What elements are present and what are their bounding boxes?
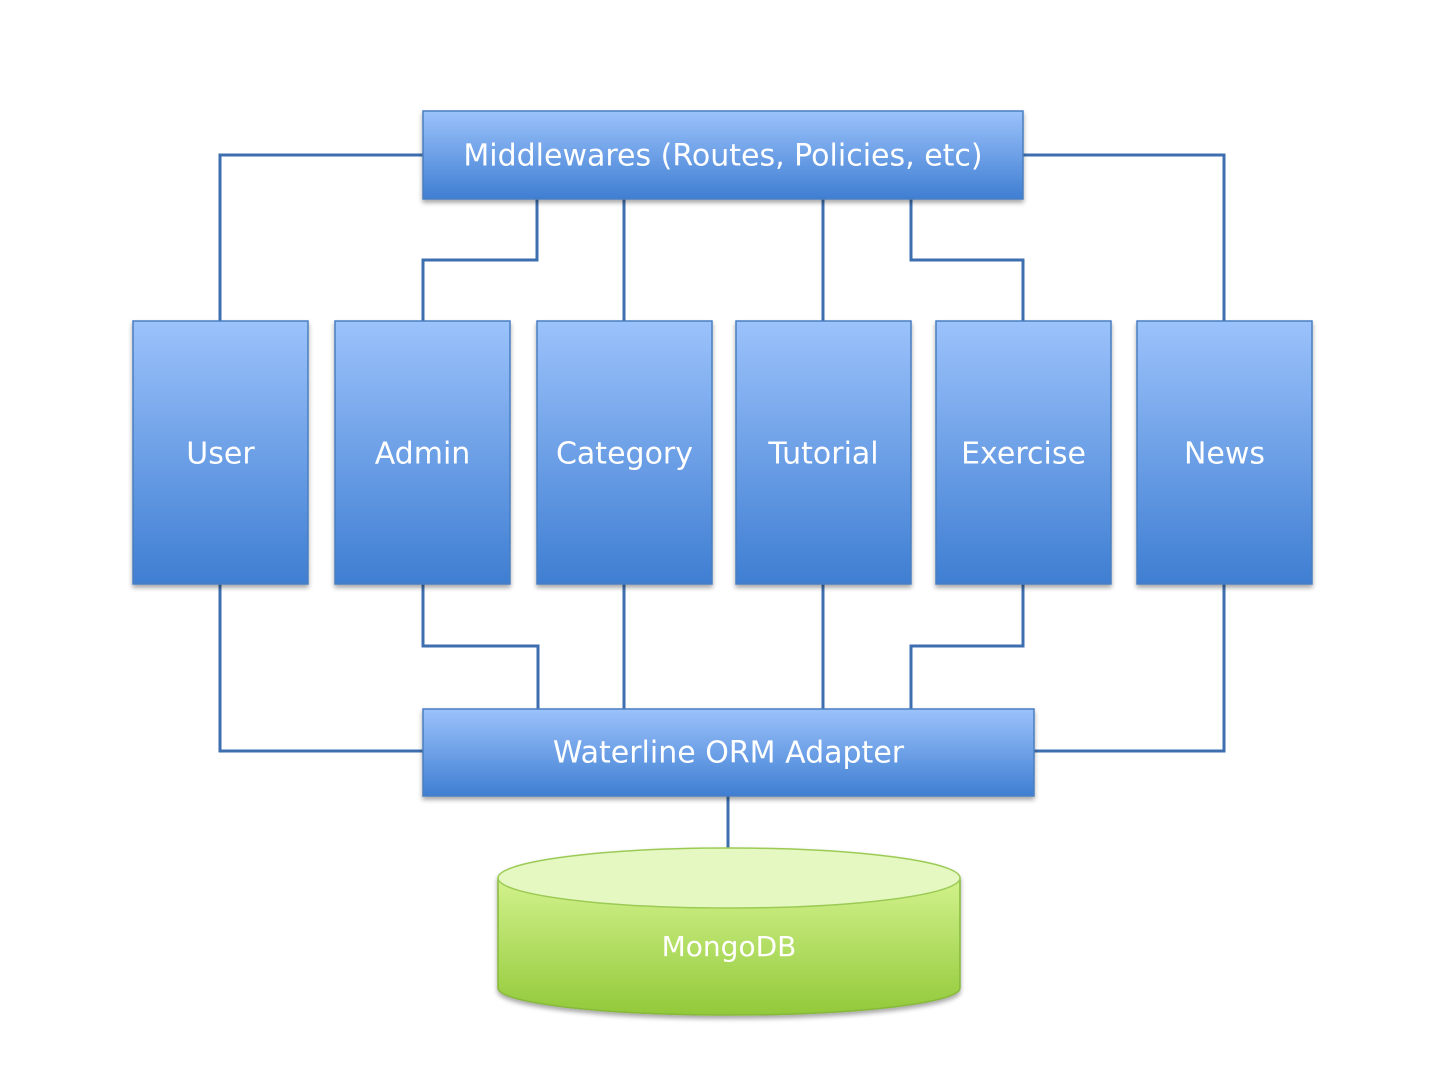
connector-user-adapter	[218, 584, 423, 753]
connector-middleware-admin	[421, 199, 539, 321]
module-box-exercise	[935, 320, 1112, 585]
module-box-admin	[334, 320, 511, 585]
connector-admin-adapter	[421, 584, 540, 709]
adapter-label: Waterline ORM Adapter	[553, 736, 905, 771]
module-label-user: User	[186, 437, 255, 472]
module-label-exercise: Exercise	[961, 437, 1086, 472]
module-box-tutorial	[735, 320, 912, 585]
connector-middleware-news	[1023, 153, 1226, 321]
module-label-tutorial: Tutorial	[767, 437, 878, 472]
module-label-category: Category	[556, 437, 693, 472]
adapter-box	[422, 708, 1035, 797]
database-label: MongoDB	[662, 930, 797, 963]
module-label-news: News	[1184, 437, 1265, 472]
module-box-category	[536, 320, 713, 585]
module-box-news	[1136, 320, 1313, 585]
module-box-user	[132, 320, 309, 585]
connector-news-adapter	[1034, 584, 1226, 753]
middleware-label: Middlewares (Routes, Policies, etc)	[463, 139, 982, 174]
connector-middleware-exercise	[909, 199, 1025, 321]
middleware-box	[422, 110, 1024, 200]
connector-exercise-adapter	[909, 584, 1025, 709]
database-cylinder-icon	[497, 847, 961, 1016]
connectors-top	[218, 153, 1226, 321]
connector-middleware-user	[218, 153, 423, 321]
module-label-admin: Admin	[375, 437, 471, 472]
connectors-bottom	[218, 584, 1226, 848]
